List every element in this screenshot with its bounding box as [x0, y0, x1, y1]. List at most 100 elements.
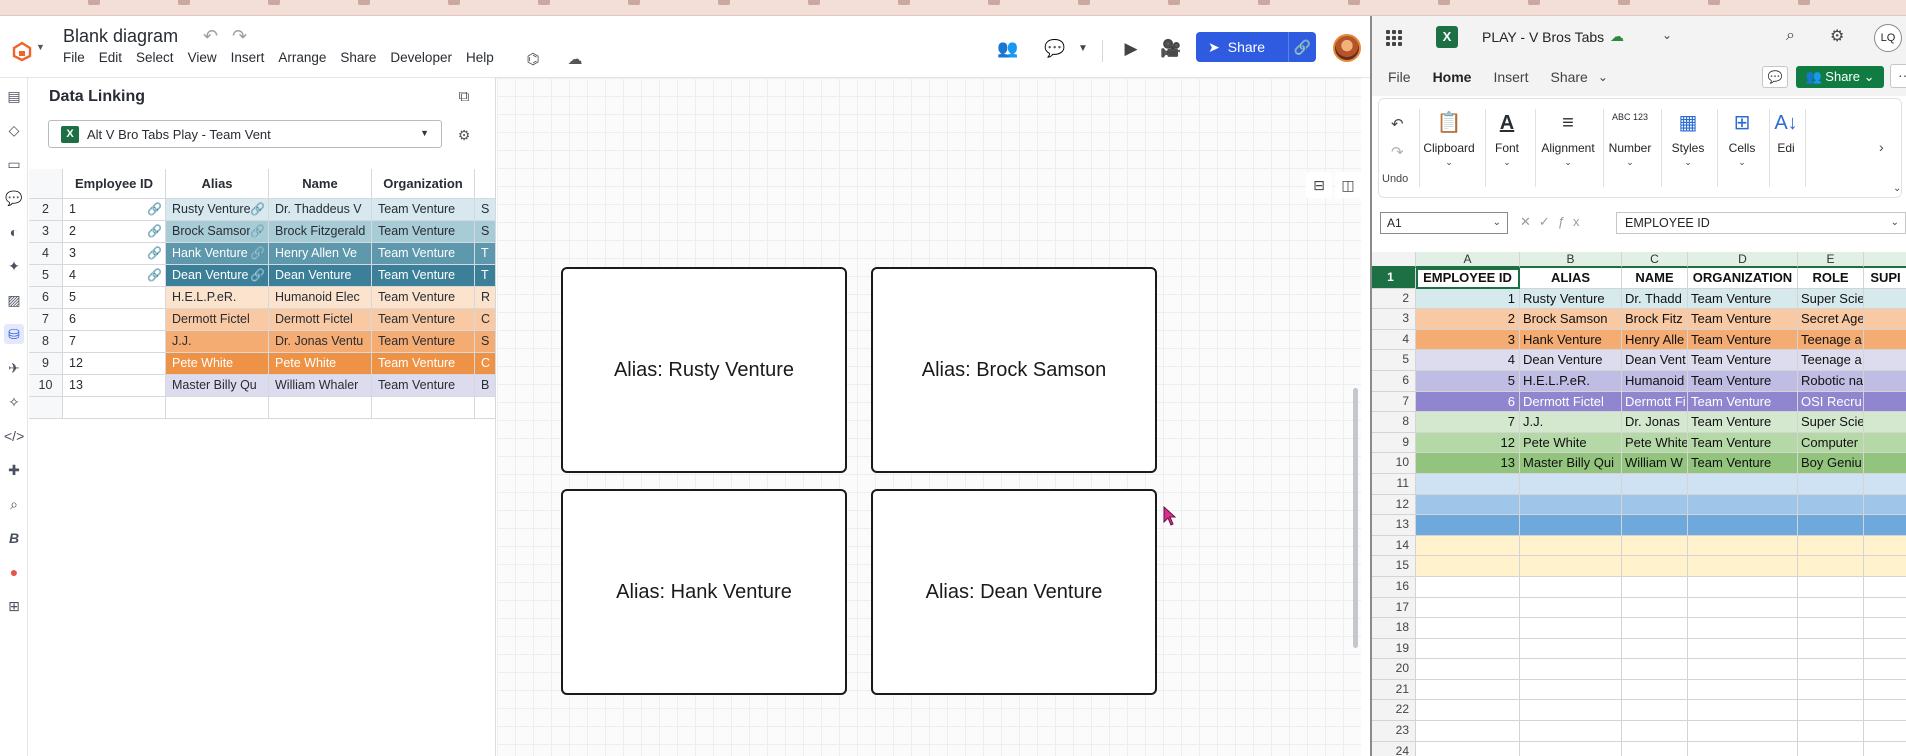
tabs-chevron-down-icon[interactable]: ⌄: [1597, 70, 1608, 84]
menu-edit[interactable]: Edit: [98, 50, 123, 65]
sheet-cell[interactable]: 7: [1416, 412, 1520, 433]
sheet-cell[interactable]: [1416, 556, 1520, 577]
undo-redo-icons[interactable]: ↶↷: [203, 26, 261, 47]
grid-cell-alias[interactable]: H.E.L.P.eR.: [166, 287, 269, 309]
sheet-cell[interactable]: [1798, 473, 1864, 495]
sheet-cell[interactable]: [1622, 638, 1688, 660]
number-group[interactable]: ABC 123 Number ⌄: [1601, 109, 1659, 168]
sheet-cell[interactable]: [1688, 535, 1798, 557]
sheet-cell[interactable]: [1416, 618, 1520, 639]
pages-icon[interactable]: ▤: [7, 88, 21, 104]
bold-b-icon[interactable]: B: [8, 530, 20, 546]
sheet-cell[interactable]: [1416, 679, 1520, 701]
grid-cell[interactable]: [63, 397, 166, 419]
grid-cell-name[interactable]: Dr. Jonas Ventu: [269, 331, 372, 353]
grid-cell[interactable]: [475, 397, 496, 419]
sheet-cell[interactable]: [1798, 700, 1864, 722]
cells-group[interactable]: ⊞ Cells ⌄: [1717, 109, 1767, 168]
sheet-cell[interactable]: Pete White: [1520, 432, 1622, 454]
shape-rusty-venture[interactable]: Alias: Rusty Venture: [561, 267, 847, 473]
grid-cell-alias[interactable]: Master Billy Qu: [166, 375, 269, 397]
menu-view[interactable]: View: [187, 50, 217, 65]
shapes-icon[interactable]: ◇: [8, 122, 20, 138]
comments-icon[interactable]: 💬: [1762, 66, 1788, 88]
sheet-cell[interactable]: [1864, 473, 1906, 495]
sheet-cell[interactable]: SUPI: [1864, 268, 1906, 289]
sheet-cell[interactable]: [1520, 597, 1622, 619]
frame-icon[interactable]: ▭: [7, 156, 21, 172]
styles-group[interactable]: ▦ Styles ⌄: [1661, 109, 1715, 168]
sheet-cell[interactable]: [1864, 432, 1906, 454]
sheet-cell[interactable]: [1416, 741, 1520, 756]
grid-cell-name[interactable]: Dermott Fictel: [269, 309, 372, 331]
grid-cell-extra[interactable]: S: [475, 221, 496, 243]
sheet-cell[interactable]: [1798, 576, 1864, 598]
row-header[interactable]: 15: [1372, 556, 1416, 577]
sheet-cell[interactable]: Teenage a: [1798, 350, 1864, 371]
more-options-icon[interactable]: ···: [1890, 64, 1906, 88]
sheet-cell[interactable]: Rusty Venture: [1520, 288, 1622, 310]
canvas-scrollbar[interactable]: [1353, 388, 1358, 648]
sheet-cell[interactable]: [1520, 473, 1622, 495]
sheet-cell[interactable]: Team Venture: [1688, 350, 1798, 371]
sheet-cell[interactable]: Henry Alle: [1622, 329, 1688, 351]
grid-cell-extra[interactable]: T: [475, 265, 496, 287]
sheet-cell[interactable]: [1798, 741, 1864, 756]
grid-cell-employee-id[interactable]: 2🔗: [63, 221, 166, 243]
sheet-cell[interactable]: Pete White: [1622, 432, 1688, 454]
sheet-cell[interactable]: [1622, 576, 1688, 598]
sheet-cell[interactable]: 5: [1416, 370, 1520, 392]
grid-cell-extra[interactable]: B: [475, 375, 496, 397]
grid-cell-organization[interactable]: Team Venture: [372, 331, 475, 353]
comments-chevron-icon[interactable]: ▼: [1078, 43, 1088, 54]
tab-file[interactable]: File: [1388, 69, 1411, 85]
sheet-cell[interactable]: H.E.L.P.eR.: [1520, 370, 1622, 392]
sheet-cell[interactable]: [1798, 515, 1864, 536]
sheet-cell[interactable]: [1864, 597, 1906, 619]
sheet-cell[interactable]: [1864, 391, 1906, 413]
grid-cell[interactable]: [269, 397, 372, 419]
undo-icon[interactable]: ↶: [1391, 116, 1404, 133]
grid-cell-alias[interactable]: Pete White: [166, 353, 269, 375]
sheet-cell[interactable]: [1688, 659, 1798, 680]
sheet-cell[interactable]: [1864, 618, 1906, 639]
col-header-e[interactable]: E: [1798, 252, 1864, 268]
grid-cell-name[interactable]: Brock Fitzgerald: [269, 221, 372, 243]
row-header[interactable]: 16: [1372, 576, 1416, 598]
cloud-sync-icon[interactable]: ☁: [567, 51, 583, 68]
copy-link-button[interactable]: 🔗: [1288, 32, 1316, 62]
sheet-cell[interactable]: [1864, 309, 1906, 330]
sheet-cell[interactable]: [1864, 412, 1906, 433]
grid-cell-name[interactable]: William Whaler: [269, 375, 372, 397]
sheet-cell[interactable]: Team Venture: [1688, 370, 1798, 392]
grid-cell-employee-id[interactable]: 5: [63, 287, 166, 309]
sheet-cell[interactable]: OSI Recru: [1798, 391, 1864, 413]
alignment-group[interactable]: ≡ Alignment ⌄: [1535, 109, 1601, 168]
select-all-corner[interactable]: [1372, 252, 1416, 268]
grid-cell-employee-id[interactable]: 12: [63, 353, 166, 375]
sheet-cell[interactable]: [1688, 721, 1798, 742]
row-header[interactable]: 10: [1372, 453, 1416, 474]
sheet-cell[interactable]: [1416, 721, 1520, 742]
tab-share[interactable]: Share: [1550, 69, 1588, 85]
grid-cell-employee-id[interactable]: 6: [63, 309, 166, 331]
menu-help[interactable]: Help: [465, 50, 494, 65]
sheet-cell[interactable]: Team Venture: [1688, 329, 1798, 351]
grid-cell-name[interactable]: Henry Allen Ve: [269, 243, 372, 265]
sheet-cell[interactable]: Team Venture: [1688, 453, 1798, 474]
datasource-settings-icon[interactable]: ⚙: [457, 127, 471, 143]
sheet-cell[interactable]: [1520, 618, 1622, 639]
grid-header-more[interactable]: [475, 169, 496, 199]
sheet-cell[interactable]: [1688, 576, 1798, 598]
sheet-cell[interactable]: 3: [1416, 329, 1520, 351]
tab-insert[interactable]: Insert: [1493, 69, 1529, 85]
sheet-cell[interactable]: Brock Samson: [1520, 309, 1622, 330]
grid-cell-alias[interactable]: Dean Venture🔗: [166, 265, 269, 287]
sheet-cell[interactable]: [1622, 515, 1688, 536]
share-button[interactable]: ➤ Share: [1196, 32, 1288, 62]
